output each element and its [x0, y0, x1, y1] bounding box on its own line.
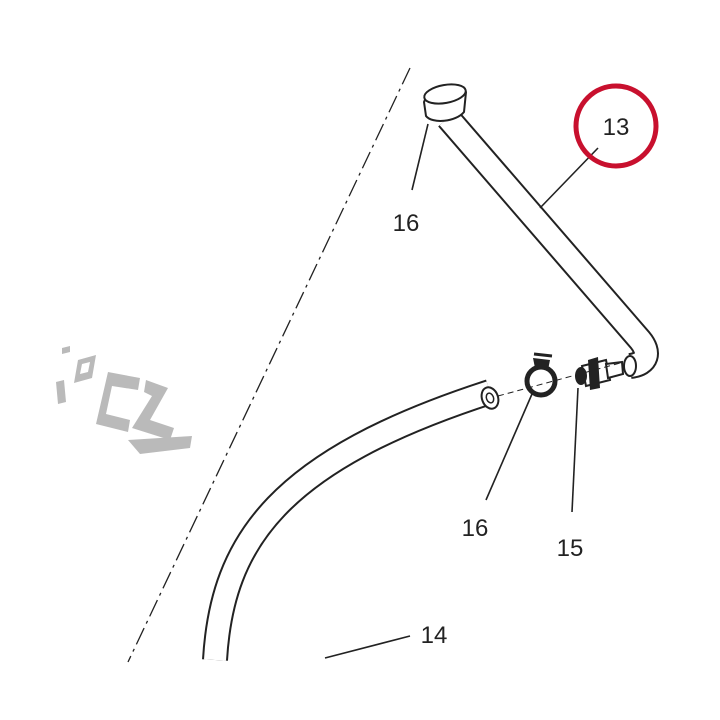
callout-13: 13: [603, 114, 630, 141]
highlight-circle: [573, 83, 659, 169]
leader-14: [324, 635, 411, 659]
ring-16-top: [423, 83, 467, 122]
centerline-dashdot: [127, 67, 411, 663]
callout-16-top: 16: [393, 210, 420, 237]
assembly-axis: [497, 361, 625, 397]
callout-16-clamp: 16: [462, 515, 489, 542]
callout-15: 15: [557, 535, 584, 562]
leader-16-top: [411, 123, 429, 191]
leader-16-clamp: [485, 393, 533, 501]
watermark-logo: [56, 346, 192, 454]
callout-14: 14: [421, 622, 448, 649]
hose-13: [438, 109, 659, 379]
leader-15: [571, 387, 579, 513]
clamp-16: [524, 352, 558, 398]
hose-14: [202, 379, 500, 661]
fitting-15: [575, 357, 625, 390]
